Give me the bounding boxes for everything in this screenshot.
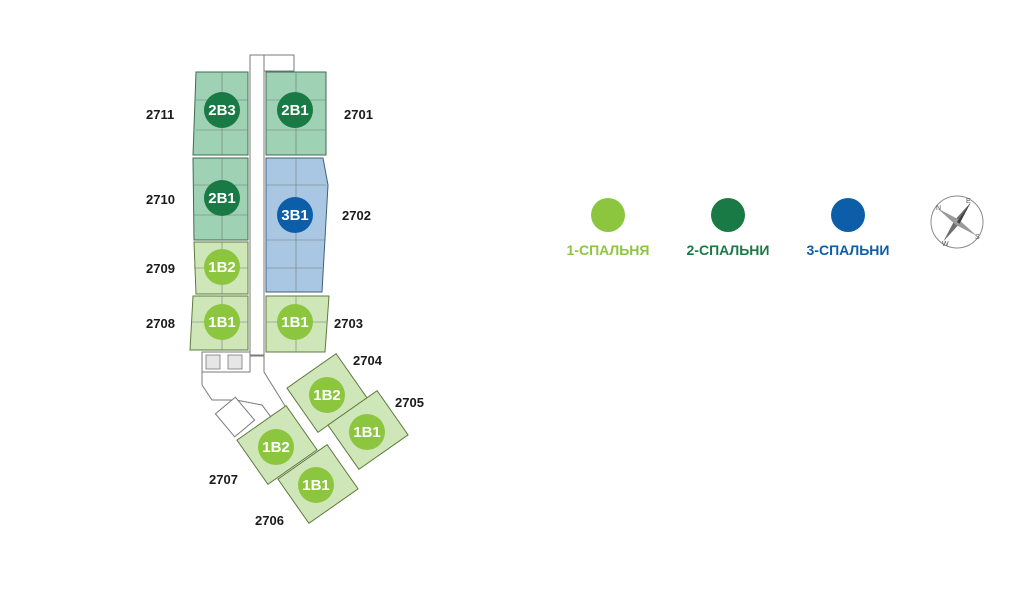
unit-number-2711: 2711 — [146, 107, 175, 122]
central-corridor — [249, 54, 265, 356]
unit-type-badge-2710[interactable]: 2B1 — [204, 180, 240, 216]
unit-type-badge-2703[interactable]: 1B1 — [277, 304, 313, 340]
unit-number-2709: 2709 — [146, 261, 175, 276]
legend-dot-two-bedrooms — [711, 198, 745, 232]
unit-type-badge-2701[interactable]: 2B1 — [277, 92, 313, 128]
legend-two-bedrooms: 2-СПАЛЬНИ — [673, 198, 783, 258]
compass-letter-w: W — [942, 241, 949, 248]
unit-type-badge-2704[interactable]: 1B2 — [309, 377, 345, 413]
legend-label-two-bedrooms: 2-СПАЛЬНИ — [686, 242, 770, 258]
unit-number-2704: 2704 — [353, 353, 382, 368]
unit-type-badge-2706[interactable]: 1B1 — [298, 467, 334, 503]
unit-number-2705: 2705 — [395, 395, 424, 410]
unit-number-2701: 2701 — [344, 107, 373, 122]
legend-label-one-bedroom: 1-СПАЛЬНЯ — [566, 242, 650, 258]
unit-number-2703: 2703 — [334, 316, 363, 331]
compass-letter-n: N — [936, 205, 941, 212]
unit-number-2708: 2708 — [146, 316, 175, 331]
compass-rose-icon: N E S W — [930, 195, 984, 249]
unit-number-2710: 2710 — [146, 192, 175, 207]
legend-dot-three-bedrooms — [831, 198, 865, 232]
unit-type-badge-2709[interactable]: 1B2 — [204, 249, 240, 285]
legend-dot-one-bedroom — [591, 198, 625, 232]
compass-letter-s: S — [975, 234, 980, 241]
legend-three-bedrooms: 3-СПАЛЬНИ — [793, 198, 903, 258]
legend-one-bedroom: 1-СПАЛЬНЯ — [553, 198, 663, 258]
unit-type-badge-2702[interactable]: 3B1 — [277, 197, 313, 233]
top-stair — [263, 54, 295, 72]
unit-number-2702: 2702 — [342, 208, 371, 223]
lift-1 — [205, 354, 221, 370]
unit-type-badge-2705[interactable]: 1B1 — [349, 414, 385, 450]
unit-type-badge-2708[interactable]: 1B1 — [204, 304, 240, 340]
unit-number-2707: 2707 — [209, 472, 238, 487]
lower-stair — [214, 396, 256, 438]
unit-number-2706: 2706 — [255, 513, 284, 528]
lift-2 — [227, 354, 243, 370]
legend-label-three-bedrooms: 3-СПАЛЬНИ — [806, 242, 890, 258]
compass-letter-e: E — [966, 198, 971, 205]
unit-type-badge-2711[interactable]: 2B3 — [204, 92, 240, 128]
unit-type-badge-2707[interactable]: 1B2 — [258, 429, 294, 465]
